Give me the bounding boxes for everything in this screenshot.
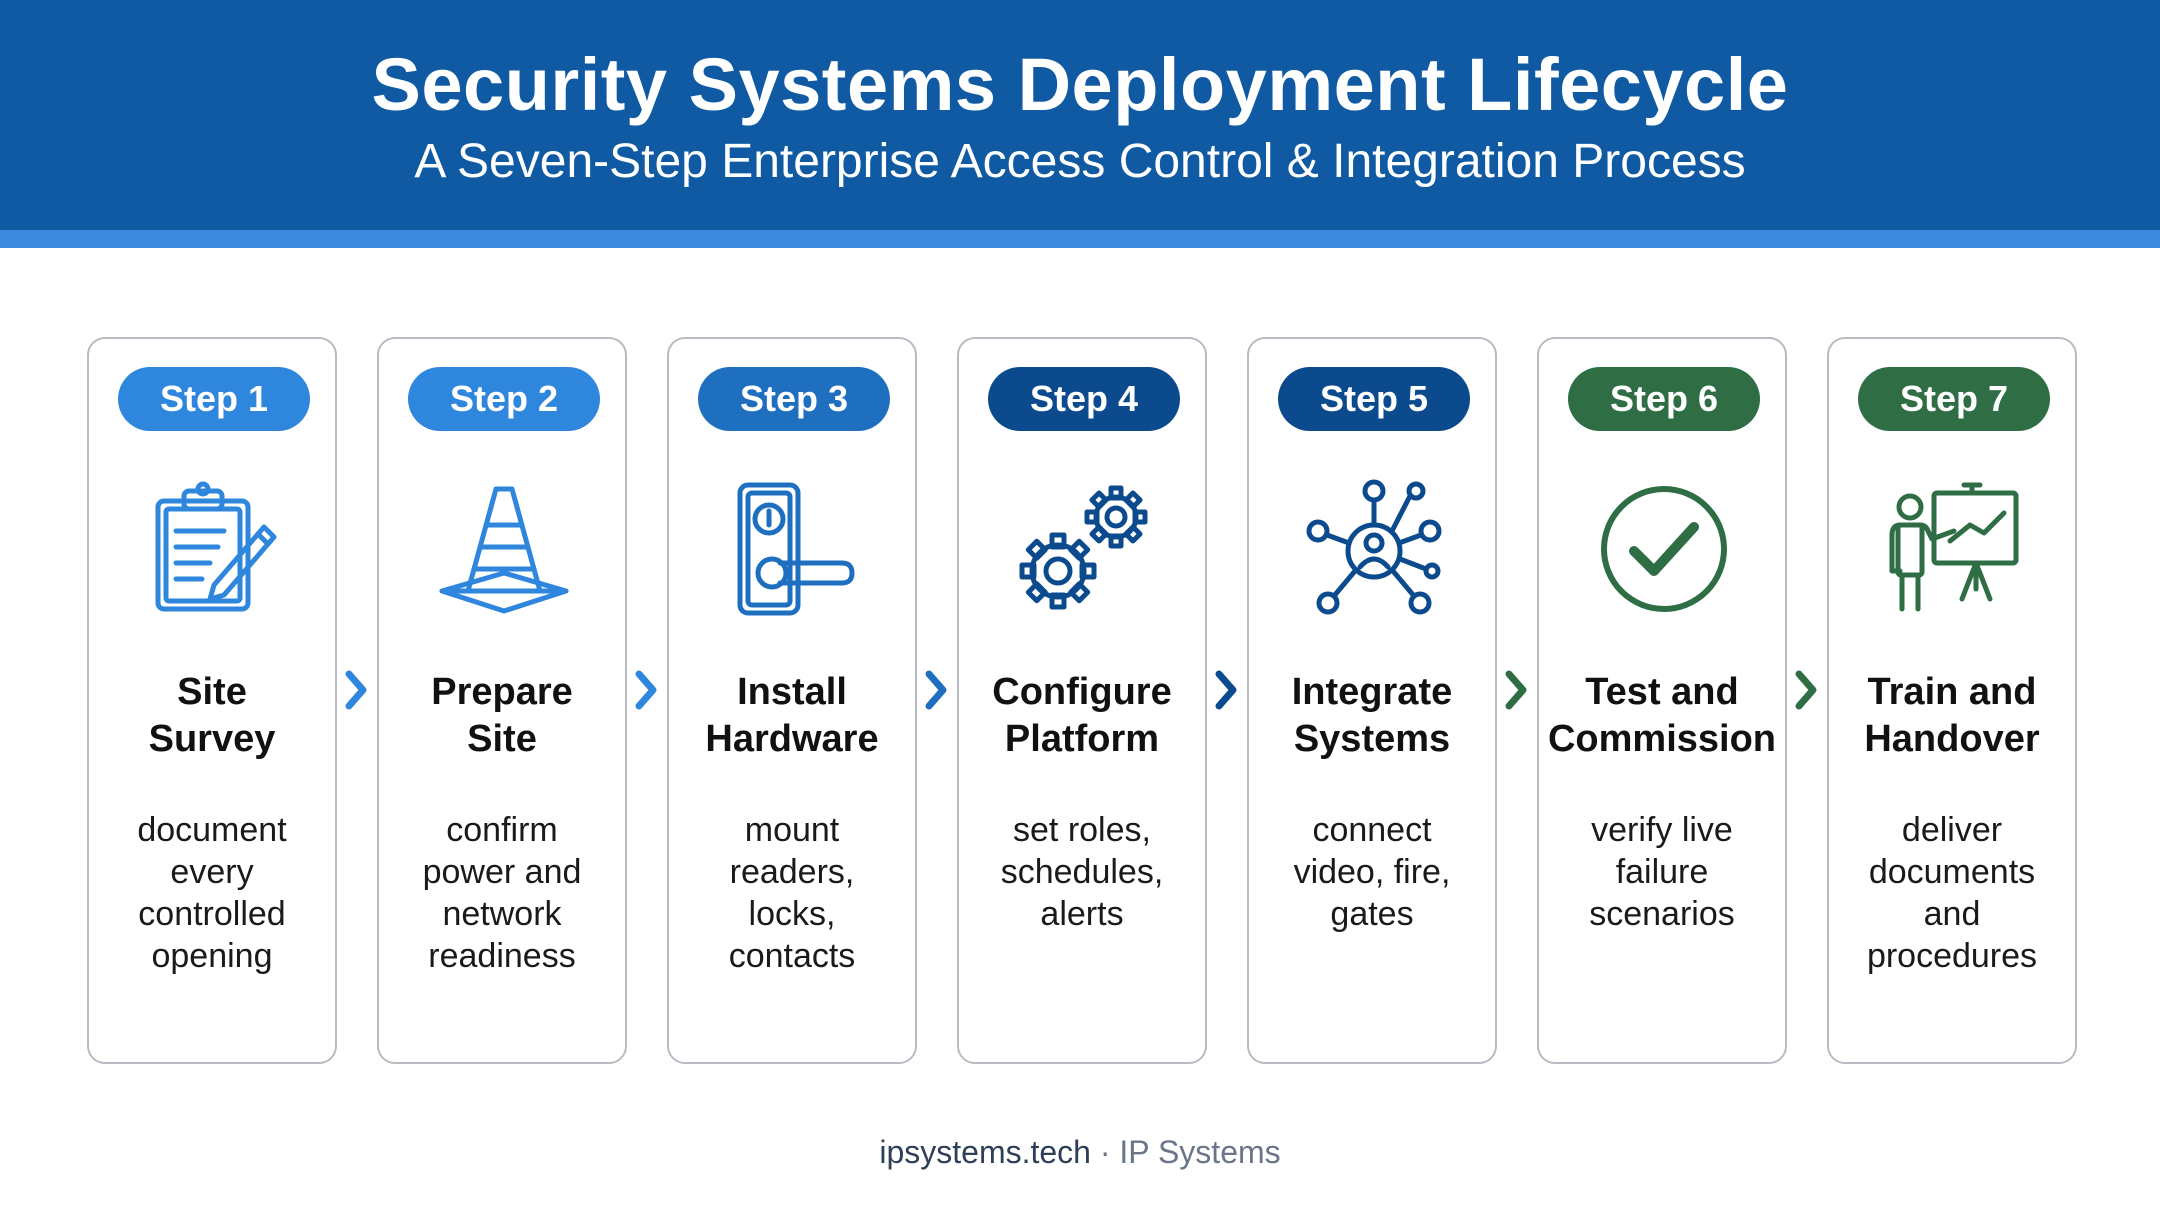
footer-site[interactable]: ipsystems.tech xyxy=(879,1134,1091,1170)
step-badge: Step 6 xyxy=(1568,367,1760,431)
footer-separator: · xyxy=(1099,1134,1111,1170)
header-banner: Security Systems Deployment Lifecycle A … xyxy=(0,0,2160,230)
gears-icon xyxy=(1014,479,1154,619)
chevron-right-icon xyxy=(1211,668,1241,712)
chevron-right-icon xyxy=(1501,668,1531,712)
step-badge: Step 7 xyxy=(1858,367,2050,431)
step-card-4: Step 4 xyxy=(957,337,1207,1064)
step-badge: Step 3 xyxy=(698,367,890,431)
traffic-cone-icon xyxy=(434,479,574,619)
page-title: Security Systems Deployment Lifecycle xyxy=(371,43,1789,126)
step-badge: Step 5 xyxy=(1278,367,1470,431)
footer-brand: IP Systems xyxy=(1119,1134,1281,1170)
page-subtitle: A Seven-Step Enterprise Access Control &… xyxy=(414,135,1746,188)
header-stripe xyxy=(0,230,2160,248)
step-badge: Step 1 xyxy=(118,367,310,431)
network-hub-icon xyxy=(1304,479,1444,619)
chevron-right-icon xyxy=(341,668,371,712)
chevron-right-icon xyxy=(1791,668,1821,712)
check-circle-icon xyxy=(1594,479,1734,619)
door-lock-icon xyxy=(724,479,864,619)
step-badge: Step 4 xyxy=(988,367,1180,431)
presenter-board-icon xyxy=(1884,479,2024,619)
clipboard-pencil-icon xyxy=(144,479,284,619)
footer: ipsystems.tech · IP Systems xyxy=(0,1134,2160,1171)
step-badge: Step 2 xyxy=(408,367,600,431)
step-description: set roles,schedules,alerts xyxy=(1000,811,1164,933)
chevron-right-icon xyxy=(921,668,951,712)
chevron-right-icon xyxy=(631,668,661,712)
